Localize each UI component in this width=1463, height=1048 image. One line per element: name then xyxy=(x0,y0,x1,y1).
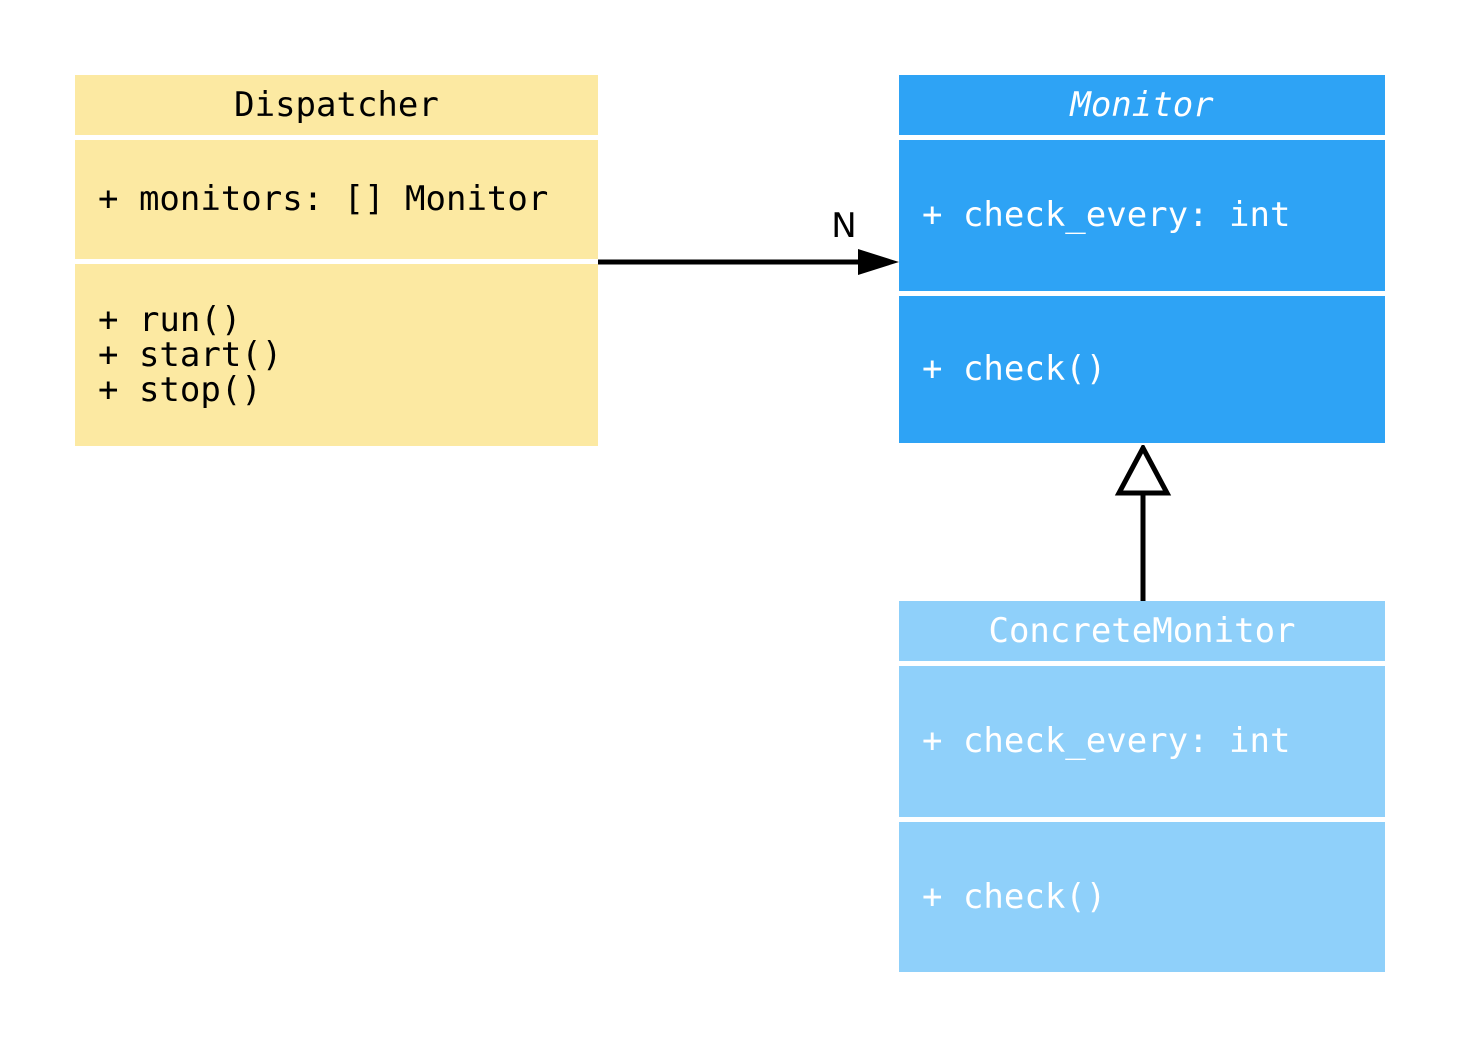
attributes-section-dispatcher: + monitors: [] Monitor xyxy=(75,140,598,259)
attribute-check-every: + check_every: int xyxy=(922,721,1291,761)
class-box-monitor: Monitor + check_every: int + check() xyxy=(899,75,1385,443)
class-box-concrete-monitor: ConcreteMonitor + check_every: int + che… xyxy=(899,601,1385,972)
method-start: + start() xyxy=(98,334,283,375)
class-title-monitor: Monitor xyxy=(899,75,1385,135)
class-title-dispatcher: Dispatcher xyxy=(75,75,598,135)
association-multiplicity-label: N xyxy=(831,206,857,246)
methods-section-concrete-monitor: + check() xyxy=(899,822,1385,972)
attributes-section-monitor: + check_every: int xyxy=(899,140,1385,291)
attributes-section-concrete-monitor: + check_every: int xyxy=(899,666,1385,817)
method-check: + check() xyxy=(922,349,1107,389)
inheritance-triangle-icon xyxy=(1114,445,1172,496)
method-run: + run() xyxy=(98,299,242,340)
association-arrowhead-icon xyxy=(858,249,899,275)
attribute-check-every: + check_every: int xyxy=(922,195,1291,235)
method-stop: + stop() xyxy=(98,369,262,410)
class-title-concrete-monitor: ConcreteMonitor xyxy=(899,601,1385,661)
attribute-monitors: + monitors: [] Monitor xyxy=(98,179,549,219)
methods-section-monitor: + check() xyxy=(899,296,1385,443)
association-arrow xyxy=(598,249,899,275)
inheritance-arrow xyxy=(1114,445,1172,601)
method-check: + check() xyxy=(922,876,1107,917)
methods-section-dispatcher: + run() + start() + stop() xyxy=(75,264,598,446)
class-box-dispatcher: Dispatcher + monitors: [] Monitor + run(… xyxy=(75,75,598,446)
